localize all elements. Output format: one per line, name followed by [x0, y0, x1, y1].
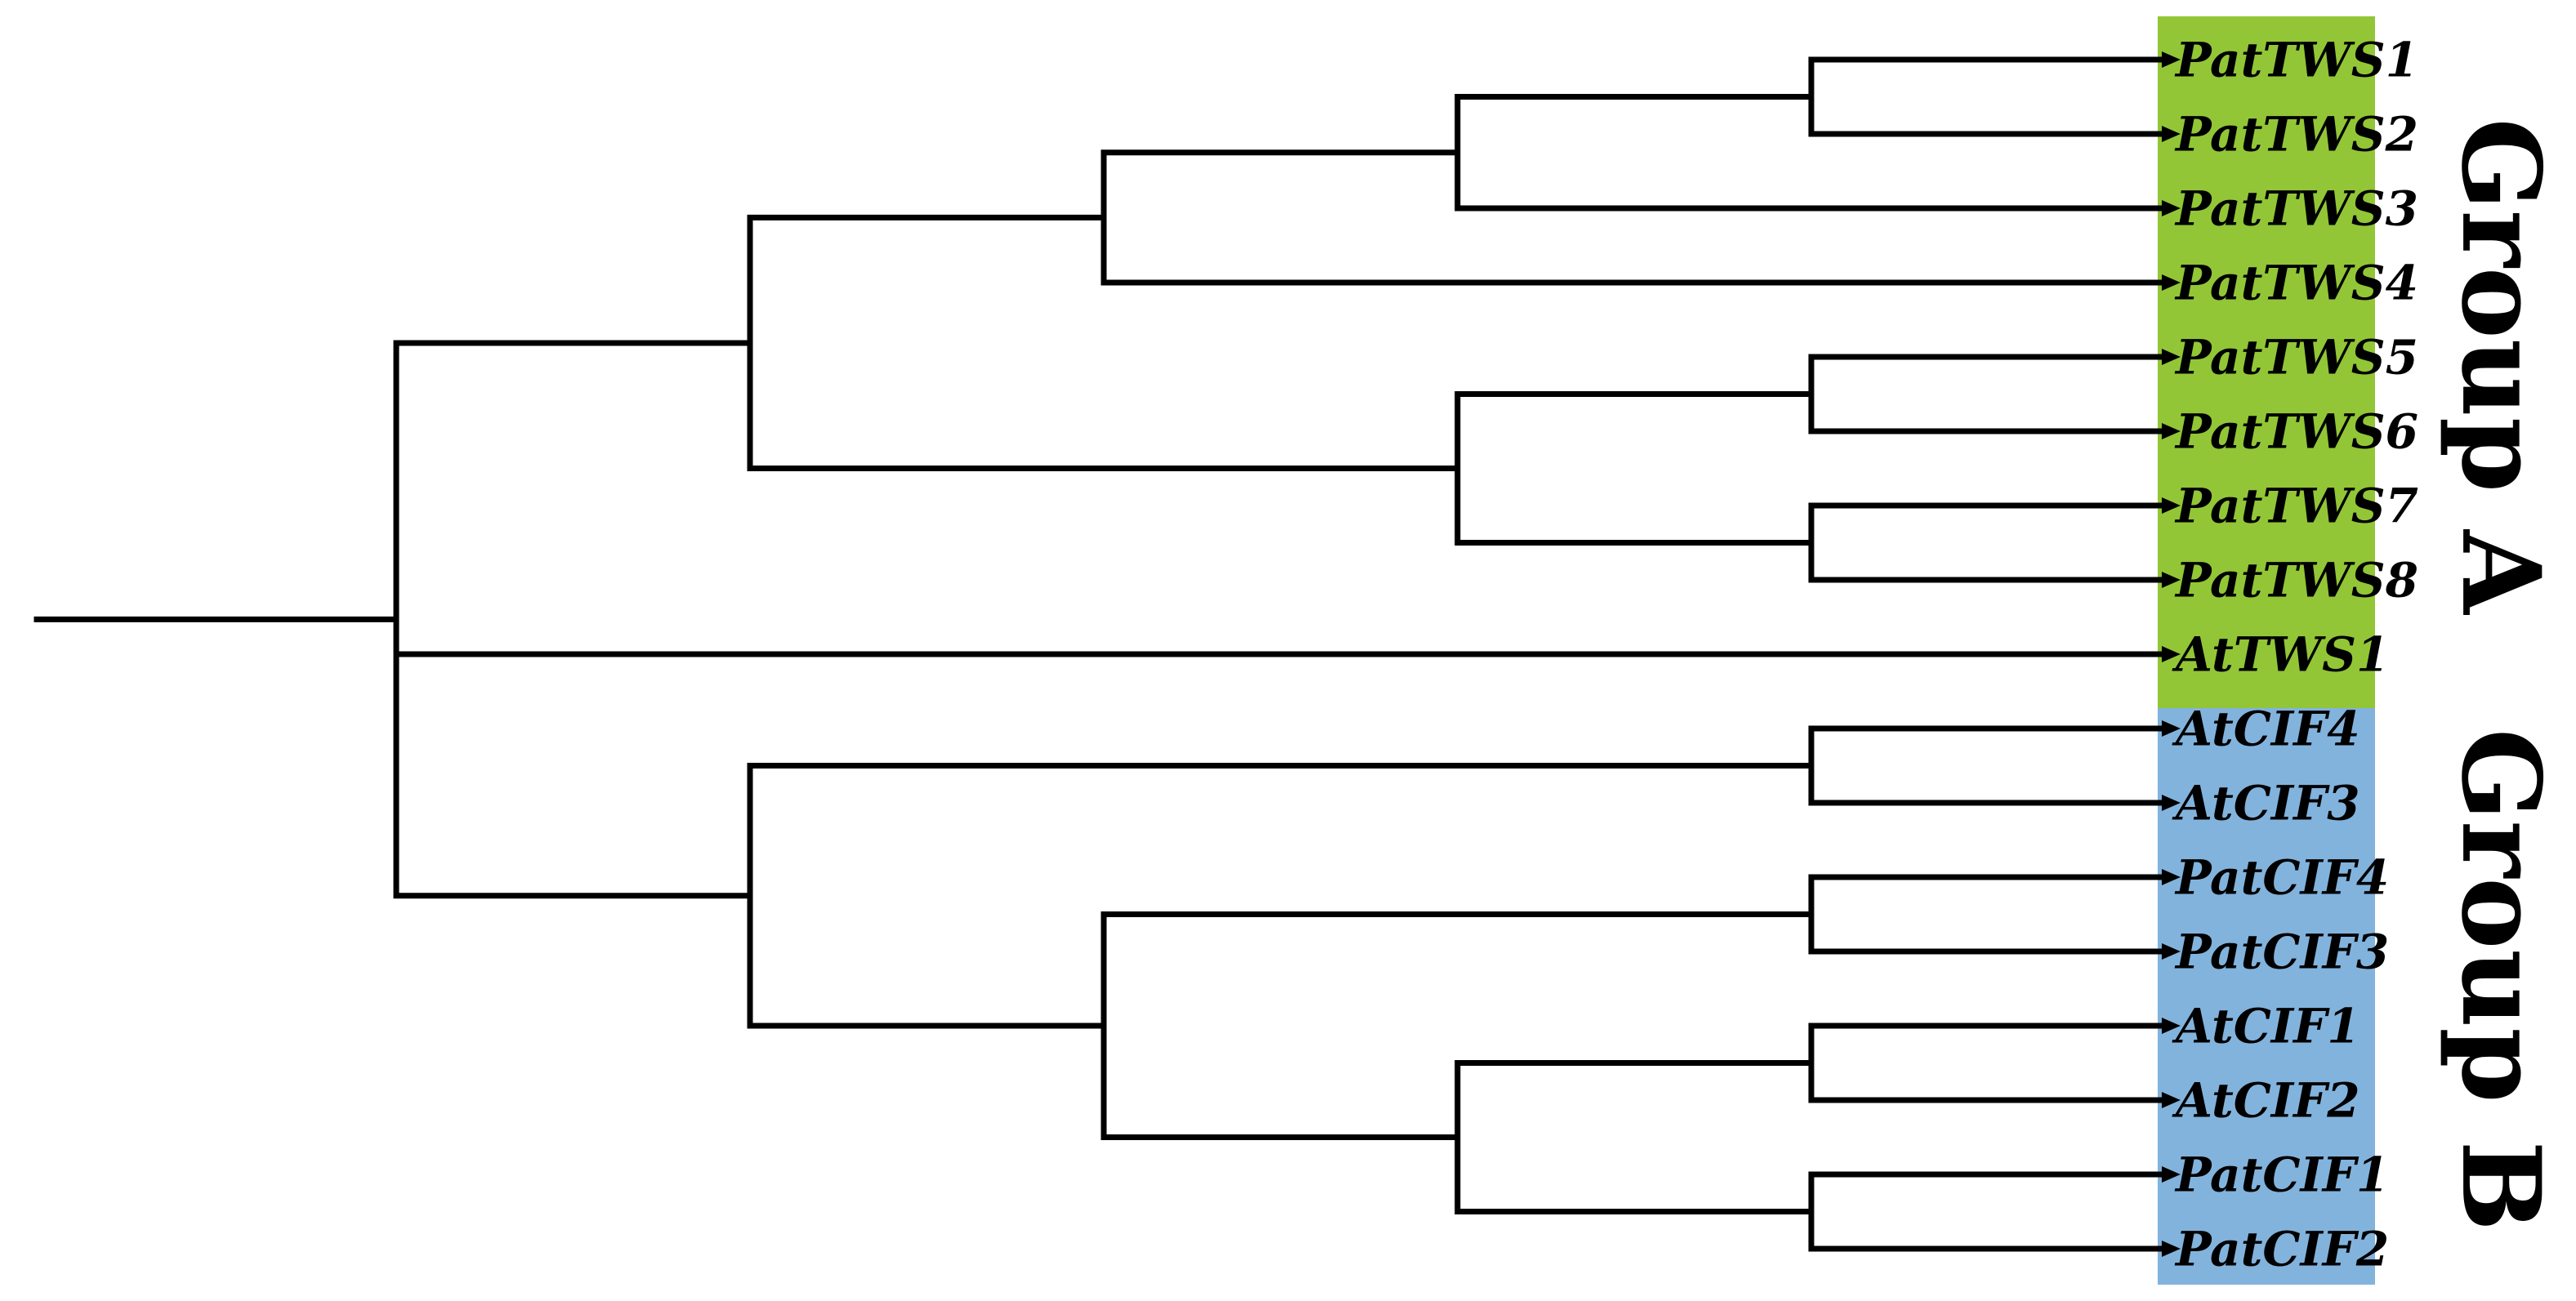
leaf-label-PatTWS3: PatTWS3	[2174, 180, 2418, 236]
branch-segment-path	[33, 56, 2168, 1252]
leaf-tip-arrow-icon	[2162, 51, 2181, 68]
leaf-label-PatCIF2: PatCIF2	[2174, 1221, 2389, 1276]
leaf-tip-arrow-icon	[2162, 349, 2181, 365]
leaf-label-AtTWS1: AtTWS1	[2172, 626, 2389, 682]
leaf-tip-arrow-icon	[2162, 200, 2181, 216]
leaf-label-PatTWS1: PatTWS1	[2174, 32, 2418, 87]
leaf-label-AtCIF3: AtCIF3	[2172, 775, 2360, 831]
leaf-label-AtCIF2: AtCIF2	[2172, 1072, 2360, 1128]
leaf-tip-arrow-icon	[2162, 1166, 2181, 1183]
leaf-tip-arrows	[2162, 51, 2181, 1257]
leaf-label-PatCIF4: PatCIF4	[2174, 849, 2389, 905]
leaf-labels: PatTWS1PatTWS2PatTWS3PatTWS4PatTWS5PatTW…	[2172, 32, 2418, 1276]
group-b-label: Group B	[2437, 728, 2564, 1232]
leaf-tip-arrow-icon	[2162, 795, 2181, 811]
leaf-label-AtCIF4: AtCIF4	[2172, 701, 2360, 756]
group-a-band	[2158, 16, 2375, 708]
leaf-label-PatCIF3: PatCIF3	[2174, 924, 2389, 979]
leaf-label-PatTWS6: PatTWS6	[2174, 403, 2418, 459]
leaf-label-AtCIF1: AtCIF1	[2172, 998, 2360, 1054]
tree-branch-lines	[33, 56, 2168, 1252]
leaf-tip-arrow-icon	[2162, 869, 2181, 885]
leaf-label-PatTWS4: PatTWS4	[2174, 255, 2418, 310]
leaf-label-PatTWS7: PatTWS7	[2174, 478, 2418, 533]
leaf-tip-arrow-icon	[2162, 943, 2181, 960]
leaf-tip-arrow-icon	[2162, 1018, 2181, 1034]
group-a-label: Group A	[2437, 118, 2564, 616]
group-b-band	[2158, 708, 2375, 1285]
leaf-label-PatTWS2: PatTWS2	[2174, 106, 2418, 162]
leaf-tip-arrow-icon	[2162, 1241, 2181, 1257]
leaf-tip-arrow-icon	[2162, 646, 2181, 662]
leaf-tip-arrow-icon	[2162, 126, 2181, 142]
leaf-tip-arrow-icon	[2162, 423, 2181, 439]
leaf-tip-arrow-icon	[2162, 720, 2181, 737]
leaf-tip-arrow-icon	[2162, 274, 2181, 291]
leaf-label-PatTWS8: PatTWS8	[2174, 552, 2418, 608]
leaf-label-PatTWS5: PatTWS5	[2174, 329, 2418, 385]
leaf-label-PatCIF1: PatCIF1	[2174, 1147, 2389, 1202]
leaf-tip-arrow-icon	[2162, 497, 2181, 514]
leaf-tip-arrow-icon	[2162, 1092, 2181, 1108]
leaf-tip-arrow-icon	[2162, 572, 2181, 588]
